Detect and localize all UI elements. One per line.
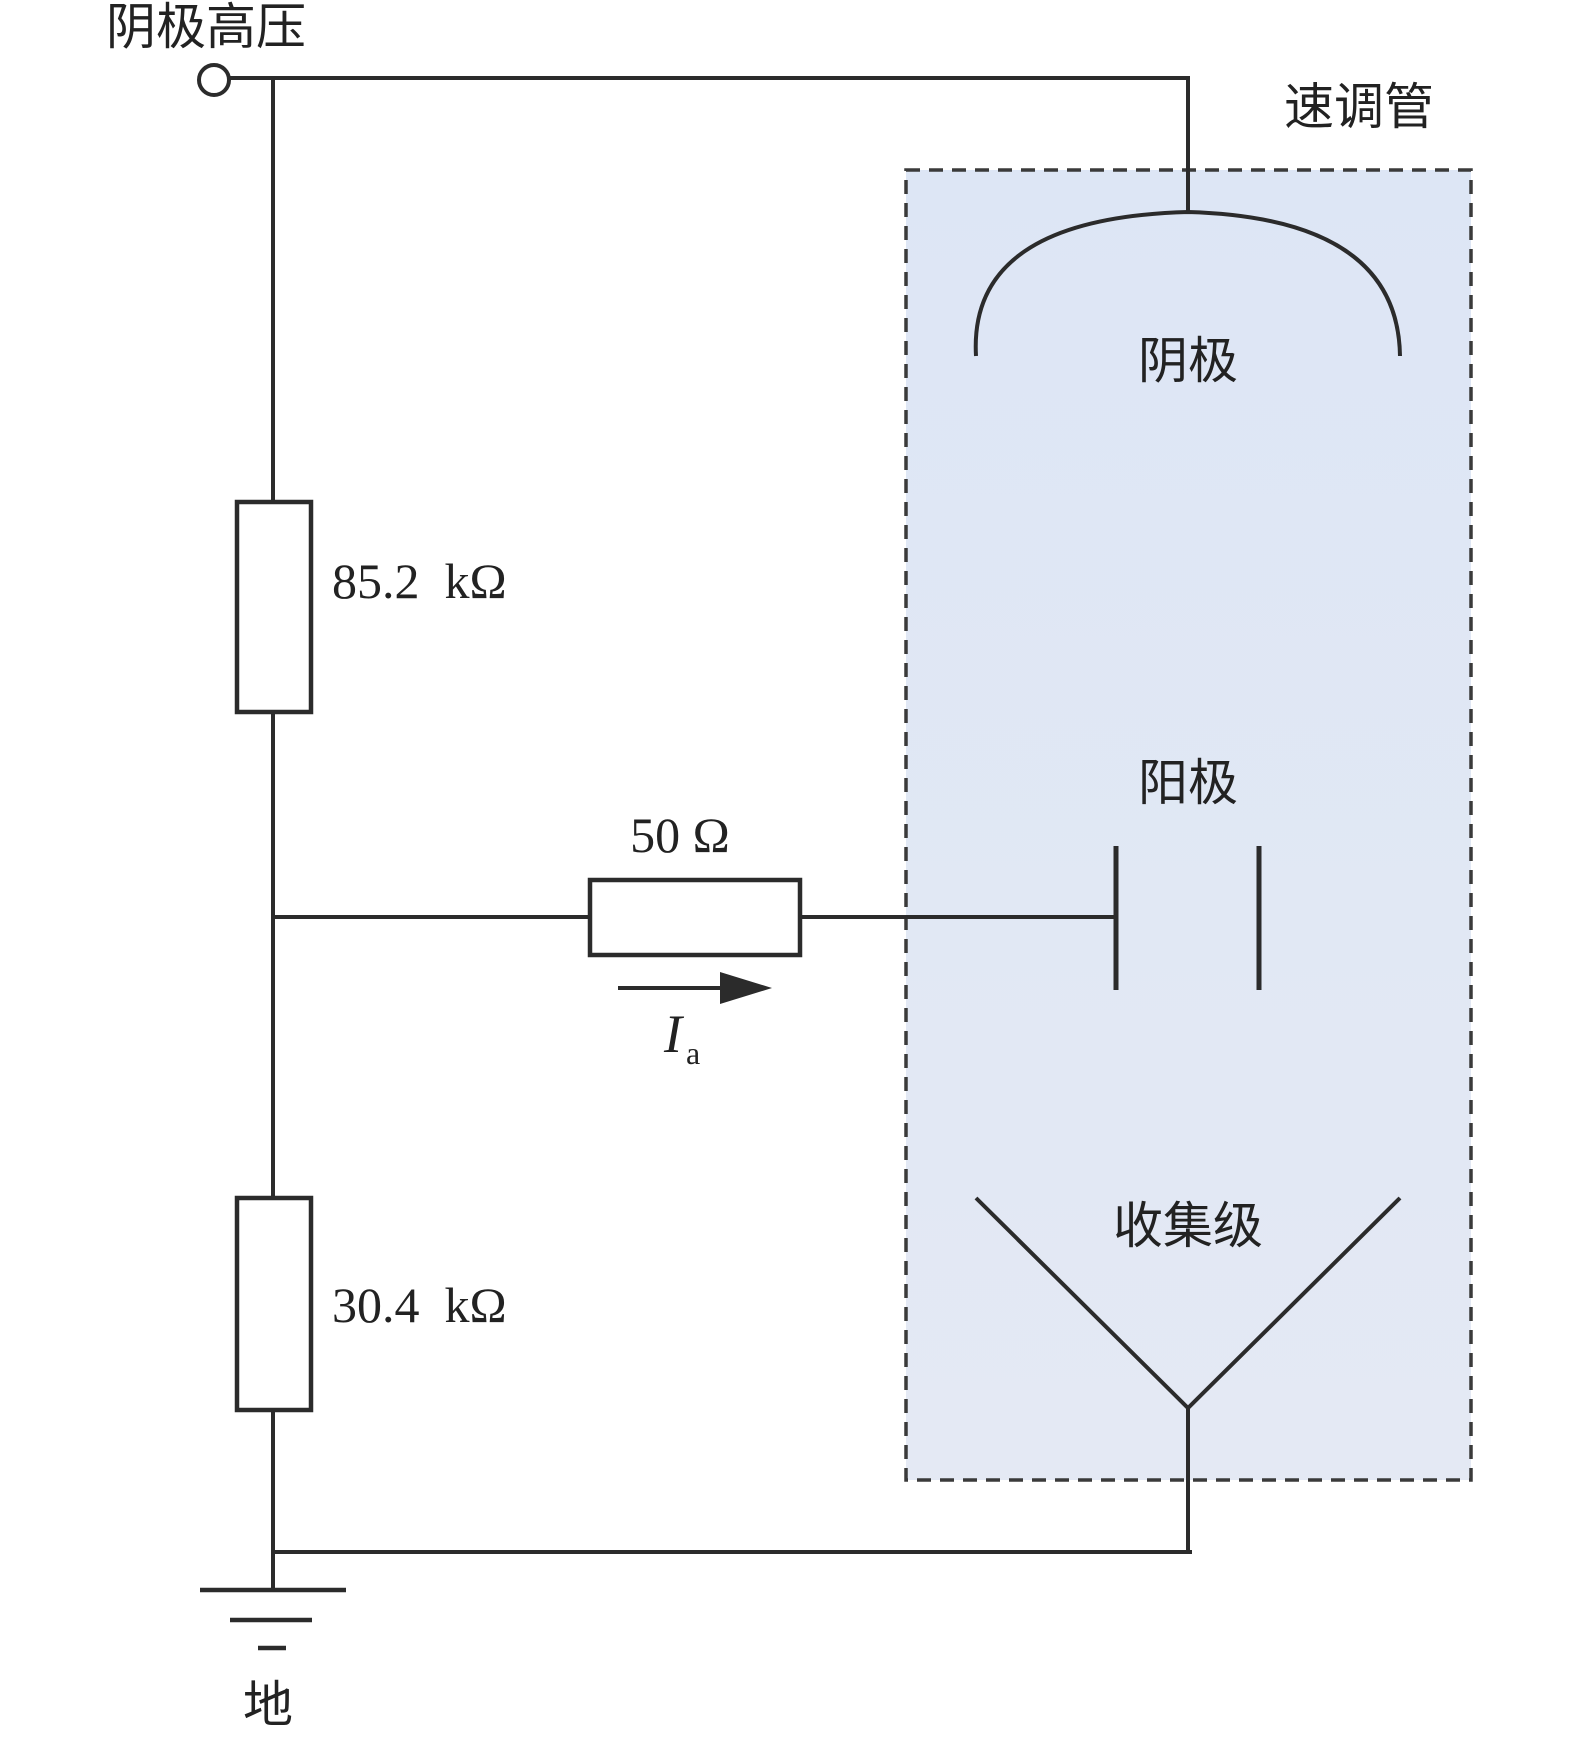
cathode-label: 阴极 [1138,332,1238,390]
collector-label: 收集级 [1113,1197,1263,1255]
hv-terminal [197,63,231,97]
cathode-arc [973,209,1402,357]
resistor-top [234,499,314,715]
current-arrow-head [720,972,772,1004]
resistor-anode [587,877,803,958]
anode-label: 阳极 [1138,754,1238,812]
klystron-label: 速调管 [1284,78,1434,136]
resistor-bottom [234,1195,314,1413]
cathode-hv-label: 阴极高压 [106,0,306,56]
r-anode-value: 50 Ω [630,807,730,863]
collector-shape [974,1196,1402,1411]
r-top-value: 85.2 kΩ [332,553,507,609]
r-bottom-value: 30.4 kΩ [332,1277,507,1333]
ground-label: 地 [243,1676,293,1734]
current-subscript: a [686,1035,700,1071]
klystron-enclosure [904,168,1473,1482]
current-symbol: I [663,1004,685,1064]
